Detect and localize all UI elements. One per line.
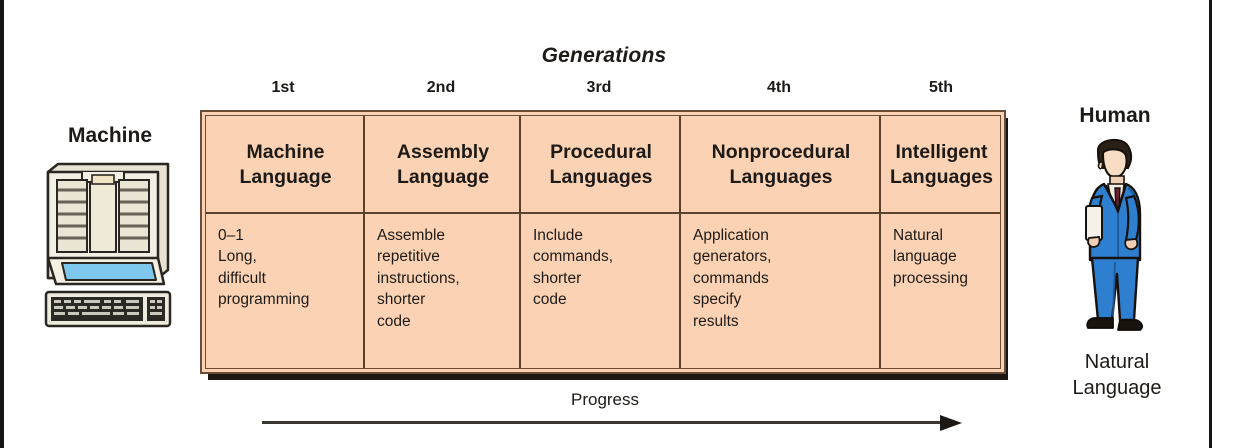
header-line-2: Languages — [890, 166, 993, 188]
page-edge-left — [0, 0, 4, 448]
natural-language-caption: Natural Language — [1022, 350, 1212, 401]
header-line-1: Procedural — [550, 141, 652, 164]
header-line-2: Languages — [549, 166, 653, 188]
progress-arrow — [262, 415, 974, 431]
table-body-row: 0–1 Long, difficult programming Assemble… — [206, 214, 1000, 368]
generation-ordinal-2: 2nd — [426, 79, 456, 96]
header-line-2: Language — [239, 166, 332, 188]
header-line-2: Language — [396, 166, 490, 188]
table-body-cell-4: Application generators, commands specify… — [681, 214, 881, 368]
desc-line: code — [377, 312, 411, 330]
table-body-cell-5: Natural language processing — [881, 214, 1000, 368]
generations-table: Machine Language Assembly Language Proce… — [200, 110, 1006, 374]
desc-line: code — [533, 291, 567, 309]
header-line-1: Nonprocedural — [711, 141, 851, 164]
progress-label: Progress — [570, 390, 640, 409]
desc-line: programming — [218, 291, 310, 309]
desc-line: shorter — [377, 291, 426, 309]
generation-ordinal-5: 5th — [929, 79, 953, 96]
natural-language-line-2: Language — [1072, 376, 1162, 399]
table-header-cell-2: Assembly Language — [365, 116, 521, 212]
table-header-cell-5: Intelligent Languages — [881, 116, 1000, 212]
table-header-cell-4: Nonprocedural Languages — [681, 116, 881, 212]
generation-ordinal-3: 3rd — [586, 79, 612, 96]
table-body-cell-1: 0–1 Long, difficult programming — [206, 214, 365, 368]
vintage-computer-icon — [40, 158, 180, 333]
header-line-1: Assembly — [396, 141, 490, 164]
desc-line: Application — [693, 227, 769, 244]
table-header-row: Machine Language Assembly Language Proce… — [206, 116, 1000, 214]
desc-line: specify — [693, 291, 742, 309]
header-line-2: Languages — [729, 166, 833, 188]
desc-line: 0–1 — [218, 227, 244, 244]
human-label: Human — [1079, 104, 1151, 127]
natural-language-line-1: Natural — [1084, 351, 1150, 373]
desc-line: difficult — [218, 269, 266, 287]
desc-line: Natural — [893, 227, 943, 244]
desc-line: Include — [533, 227, 583, 244]
desc-line: results — [693, 312, 739, 330]
desc-line: generators, — [693, 248, 772, 266]
progress-arrow-line — [262, 421, 950, 424]
desc-line: language — [893, 248, 957, 266]
table-body-cell-3: Include commands, shorter code — [521, 214, 681, 368]
desc-line: instructions, — [377, 269, 460, 287]
header-line-1: Machine — [246, 141, 325, 164]
desc-line: shorter — [533, 269, 582, 287]
progress-arrow-head-icon — [940, 415, 962, 431]
desc-line: Long, — [218, 248, 257, 266]
generation-ordinal-4: 4th — [767, 79, 791, 96]
desc-line: repetitive — [377, 248, 440, 266]
table-header-cell-1: Machine Language — [206, 116, 365, 212]
figure-title: Generations — [541, 44, 667, 67]
table-header-cell-3: Procedural Languages — [521, 116, 681, 212]
generation-ordinal-1: 1st — [271, 79, 295, 96]
businessman-icon — [1068, 134, 1164, 344]
header-line-1: Intelligent — [895, 141, 988, 164]
page-edge-right — [1209, 0, 1212, 448]
desc-line: processing — [893, 269, 968, 287]
machine-label: Machine — [67, 124, 153, 147]
generation-ordinals: 1st 2nd 3rd 4th 5th — [202, 79, 1006, 103]
table-body-cell-2: Assemble repetitive instructions, shorte… — [365, 214, 521, 368]
desc-line: commands — [693, 269, 769, 287]
desc-line: commands, — [533, 248, 614, 266]
desc-line: Assemble — [377, 227, 446, 244]
